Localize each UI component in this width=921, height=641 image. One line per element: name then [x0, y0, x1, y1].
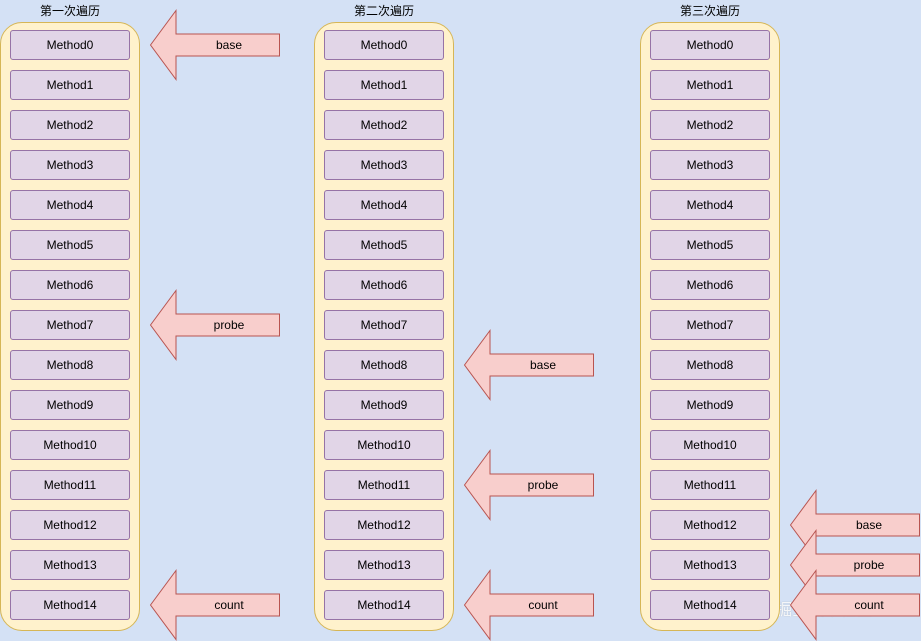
arrow-left-icon	[463, 448, 594, 522]
pointer-arrow-probe: probe	[463, 448, 594, 522]
method-cell: Method9	[324, 390, 444, 420]
arrow-shape	[463, 568, 594, 641]
pointer-label: probe	[527, 478, 559, 492]
method-cell: Method5	[650, 230, 770, 260]
method-cell: Method6	[650, 270, 770, 300]
method-cell: Method9	[650, 390, 770, 420]
method-cell: Method3	[10, 150, 130, 180]
pointer-label: count	[854, 598, 884, 612]
arrow-shape	[149, 288, 280, 362]
method-cell: Method2	[10, 110, 130, 140]
arrow-shape	[463, 448, 594, 522]
column-title: 第三次遍历	[679, 4, 740, 18]
pointer-label: base	[215, 38, 243, 52]
method-cell: Method7	[10, 310, 130, 340]
method-cell: Method10	[10, 430, 130, 460]
method-cell: Method4	[324, 190, 444, 220]
arrow-left-icon	[789, 568, 920, 641]
pointer-arrow-base: base	[149, 8, 280, 82]
method-cell: Method1	[10, 70, 130, 100]
column-title: 第一次遍历	[39, 4, 100, 18]
method-cell: Method8	[650, 350, 770, 380]
method-cell: Method4	[10, 190, 130, 220]
pointer-arrow-base: base	[463, 328, 594, 402]
method-cell: Method3	[324, 150, 444, 180]
method-cell: Method5	[324, 230, 444, 260]
method-cell: Method5	[10, 230, 130, 260]
arrow-left-icon	[149, 568, 280, 641]
method-cell: Method10	[324, 430, 444, 460]
method-cell: Method2	[324, 110, 444, 140]
column-title: 第二次遍历	[353, 4, 414, 18]
method-cell: Method11	[10, 470, 130, 500]
arrow-shape	[463, 328, 594, 402]
method-cell: Method4	[650, 190, 770, 220]
method-cell: Method0	[650, 30, 770, 60]
method-cell: Method11	[324, 470, 444, 500]
method-cell: Method14	[10, 590, 130, 620]
arrow-left-icon	[463, 328, 594, 402]
method-cell: Method1	[650, 70, 770, 100]
pointer-arrow-count: count	[789, 568, 920, 641]
method-cell: Method7	[324, 310, 444, 340]
pointer-label: probe	[213, 318, 245, 332]
method-cell: Method1	[324, 70, 444, 100]
method-cell: Method13	[650, 550, 770, 580]
method-cell: Method13	[324, 550, 444, 580]
arrow-shape	[149, 568, 280, 641]
method-cell: Method6	[10, 270, 130, 300]
pointer-label: probe	[853, 558, 885, 572]
pointer-label: count	[528, 598, 558, 612]
arrow-shape	[789, 568, 920, 641]
method-cell: Method8	[324, 350, 444, 380]
pointer-arrow-count: count	[149, 568, 280, 641]
pointer-label: count	[214, 598, 244, 612]
method-cell: Method3	[650, 150, 770, 180]
method-cell: Method13	[10, 550, 130, 580]
method-cell: Method12	[324, 510, 444, 540]
method-cell: Method6	[324, 270, 444, 300]
pointer-label: base	[855, 518, 883, 532]
method-cell: Method14	[650, 590, 770, 620]
method-cell: Method14	[324, 590, 444, 620]
method-cell: Method12	[10, 510, 130, 540]
arrow-left-icon	[149, 8, 280, 82]
method-cell: Method7	[650, 310, 770, 340]
method-cell: Method12	[650, 510, 770, 540]
method-cell: Method2	[650, 110, 770, 140]
method-cell: Method0	[10, 30, 130, 60]
pointer-arrow-count: count	[463, 568, 594, 641]
pointer-label: base	[529, 358, 557, 372]
arrow-shape	[149, 8, 280, 82]
method-cell: Method8	[10, 350, 130, 380]
method-cell: Method11	[650, 470, 770, 500]
arrow-left-icon	[463, 568, 594, 641]
method-cell: Method0	[324, 30, 444, 60]
pointer-arrow-probe: probe	[149, 288, 280, 362]
method-cell: Method10	[650, 430, 770, 460]
arrow-left-icon	[149, 288, 280, 362]
method-cell: Method9	[10, 390, 130, 420]
